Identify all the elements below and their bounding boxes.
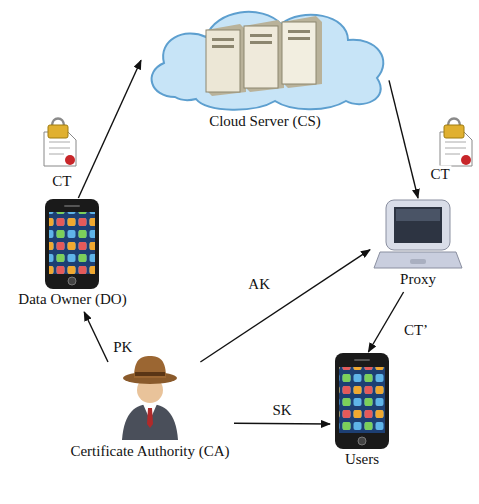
arrow-connector — [84, 312, 108, 362]
node-label: Proxy — [370, 270, 466, 288]
arrow-connector — [78, 60, 141, 198]
node-label: Users — [330, 450, 394, 468]
person-icon — [122, 356, 178, 440]
phone-icon — [335, 353, 389, 449]
node-box: Data Owner (DO) — [14, 198, 131, 312]
node-label: Cloud Server (CS) — [141, 112, 389, 130]
document-icon — [440, 119, 472, 167]
edge-label: AK — [246, 275, 272, 292]
document-icon — [44, 119, 76, 167]
node-box: Certificate Authority (CA) — [66, 362, 234, 464]
node-box: Proxy — [370, 198, 466, 292]
laptop-icon — [374, 200, 462, 268]
edge-label: PK — [111, 339, 134, 356]
arrow-connector — [368, 292, 403, 352]
edge-label: CT — [50, 173, 73, 190]
arrow-connector — [389, 80, 418, 198]
node-label: Certificate Authority (CA) — [66, 442, 234, 460]
edge-label: CT’ — [402, 322, 430, 339]
arrow-connector — [200, 250, 370, 362]
edge-label: CT — [429, 166, 452, 183]
server-icon — [206, 16, 322, 96]
node-box: Cloud Server (CS) — [141, 0, 389, 134]
node-box: Users — [330, 352, 394, 472]
phone-icon — [45, 199, 99, 289]
node-label: Data Owner (DO) — [14, 290, 131, 308]
cloud-icon — [152, 12, 384, 110]
edge-label: SK — [270, 401, 293, 418]
arrow-connector — [234, 423, 330, 425]
